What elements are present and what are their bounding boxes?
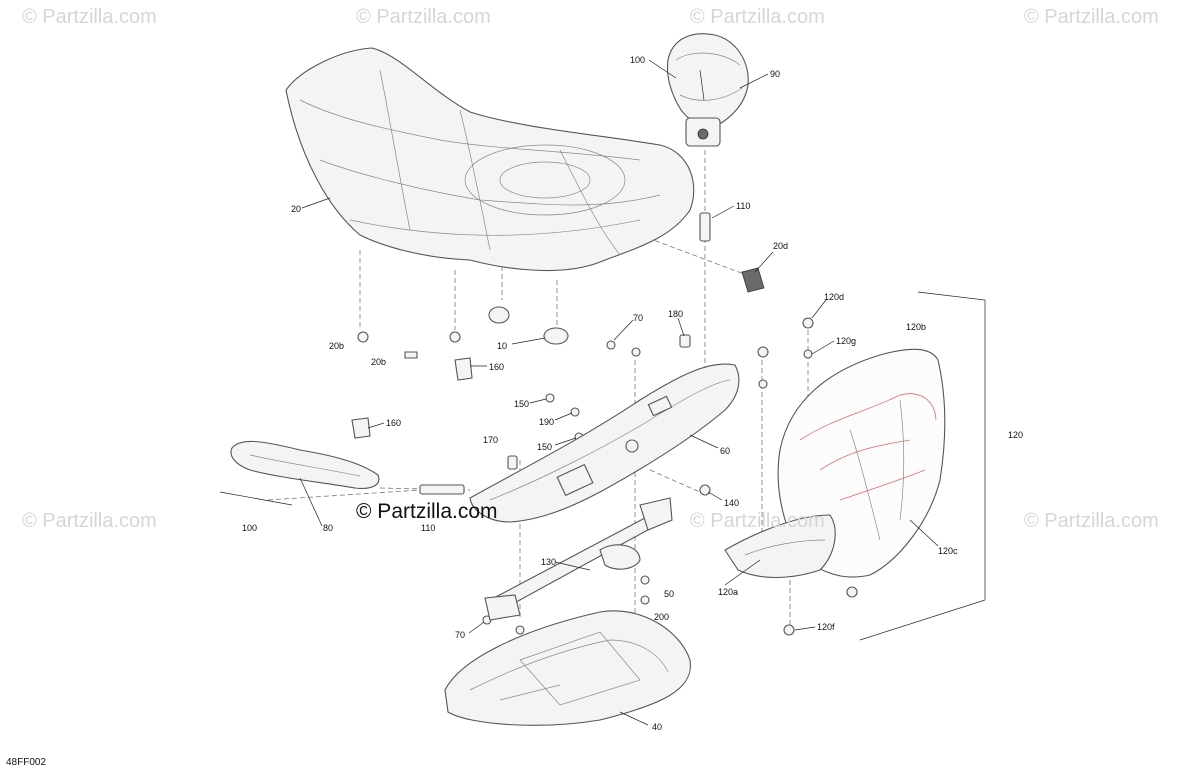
handle-grip (219, 440, 380, 506)
callout-100[interactable]: 100 (630, 55, 646, 65)
callout-20b[interactable]: 20b (371, 357, 387, 367)
callout-120f[interactable]: 120f (817, 622, 835, 632)
pin-part (699, 212, 711, 242)
seat-base (444, 610, 691, 726)
callout-140[interactable]: 140 (724, 498, 740, 508)
callout-120c[interactable]: 120c (938, 546, 958, 556)
callout-60[interactable]: 60 (720, 446, 731, 456)
watermark: © Partzilla.com (690, 6, 825, 28)
callout-10[interactable]: 10 (497, 341, 508, 351)
clip-part (741, 267, 765, 293)
callout-190[interactable]: 190 (539, 417, 555, 427)
handle-cushion-top (666, 33, 749, 147)
callout-90[interactable]: 90 (770, 69, 781, 79)
callout-110[interactable]: 110 (421, 523, 436, 533)
callout-20b[interactable]: 20b (329, 341, 345, 351)
diagram-code: 48FF002 (6, 757, 47, 768)
backrest-assembly (724, 291, 986, 641)
callout-120b[interactable]: 120b (906, 322, 927, 332)
seat-part (285, 47, 695, 272)
callout-130[interactable]: 130 (541, 557, 557, 567)
callout-160[interactable]: 160 (489, 362, 505, 372)
callout-120a[interactable]: 120a (718, 587, 739, 597)
callout-20[interactable]: 20 (291, 204, 302, 214)
callout-50[interactable]: 50 (664, 589, 675, 599)
callout-120d[interactable]: 120d (824, 292, 845, 302)
watermark: © Partzilla.com (22, 510, 157, 532)
callout-160[interactable]: 160 (386, 418, 402, 428)
watermark: © Partzilla.com (22, 6, 157, 28)
fasteners (351, 306, 858, 636)
callout-200[interactable]: 200 (654, 612, 670, 622)
callout-20d[interactable]: 20d (773, 241, 789, 251)
watermark: © Partzilla.com (690, 510, 825, 532)
callout-110[interactable]: 110 (736, 201, 751, 211)
callout-170[interactable]: 170 (483, 435, 499, 445)
watermark: © Partzilla.com (1024, 6, 1159, 28)
bracket-rail (484, 497, 673, 621)
watermark-center: © Partzilla.com (356, 500, 498, 523)
seat-support-frame (469, 363, 740, 523)
callout-150[interactable]: 150 (537, 442, 553, 452)
callout-180[interactable]: 180 (668, 309, 684, 319)
callout-70[interactable]: 70 (455, 630, 466, 640)
callout-leaders (299, 59, 939, 726)
callout-120[interactable]: 120 (1008, 430, 1024, 440)
watermark: © Partzilla.com (356, 6, 491, 28)
callout-100[interactable]: 100 (242, 523, 258, 533)
watermark: © Partzilla.com (1024, 510, 1159, 532)
callout-40[interactable]: 40 (652, 722, 663, 732)
callout-150[interactable]: 150 (514, 399, 530, 409)
callout-80[interactable]: 80 (323, 523, 334, 533)
callout-120g[interactable]: 120g (836, 336, 857, 346)
callout-70[interactable]: 70 (633, 313, 644, 323)
pin-part-lower (419, 484, 465, 495)
